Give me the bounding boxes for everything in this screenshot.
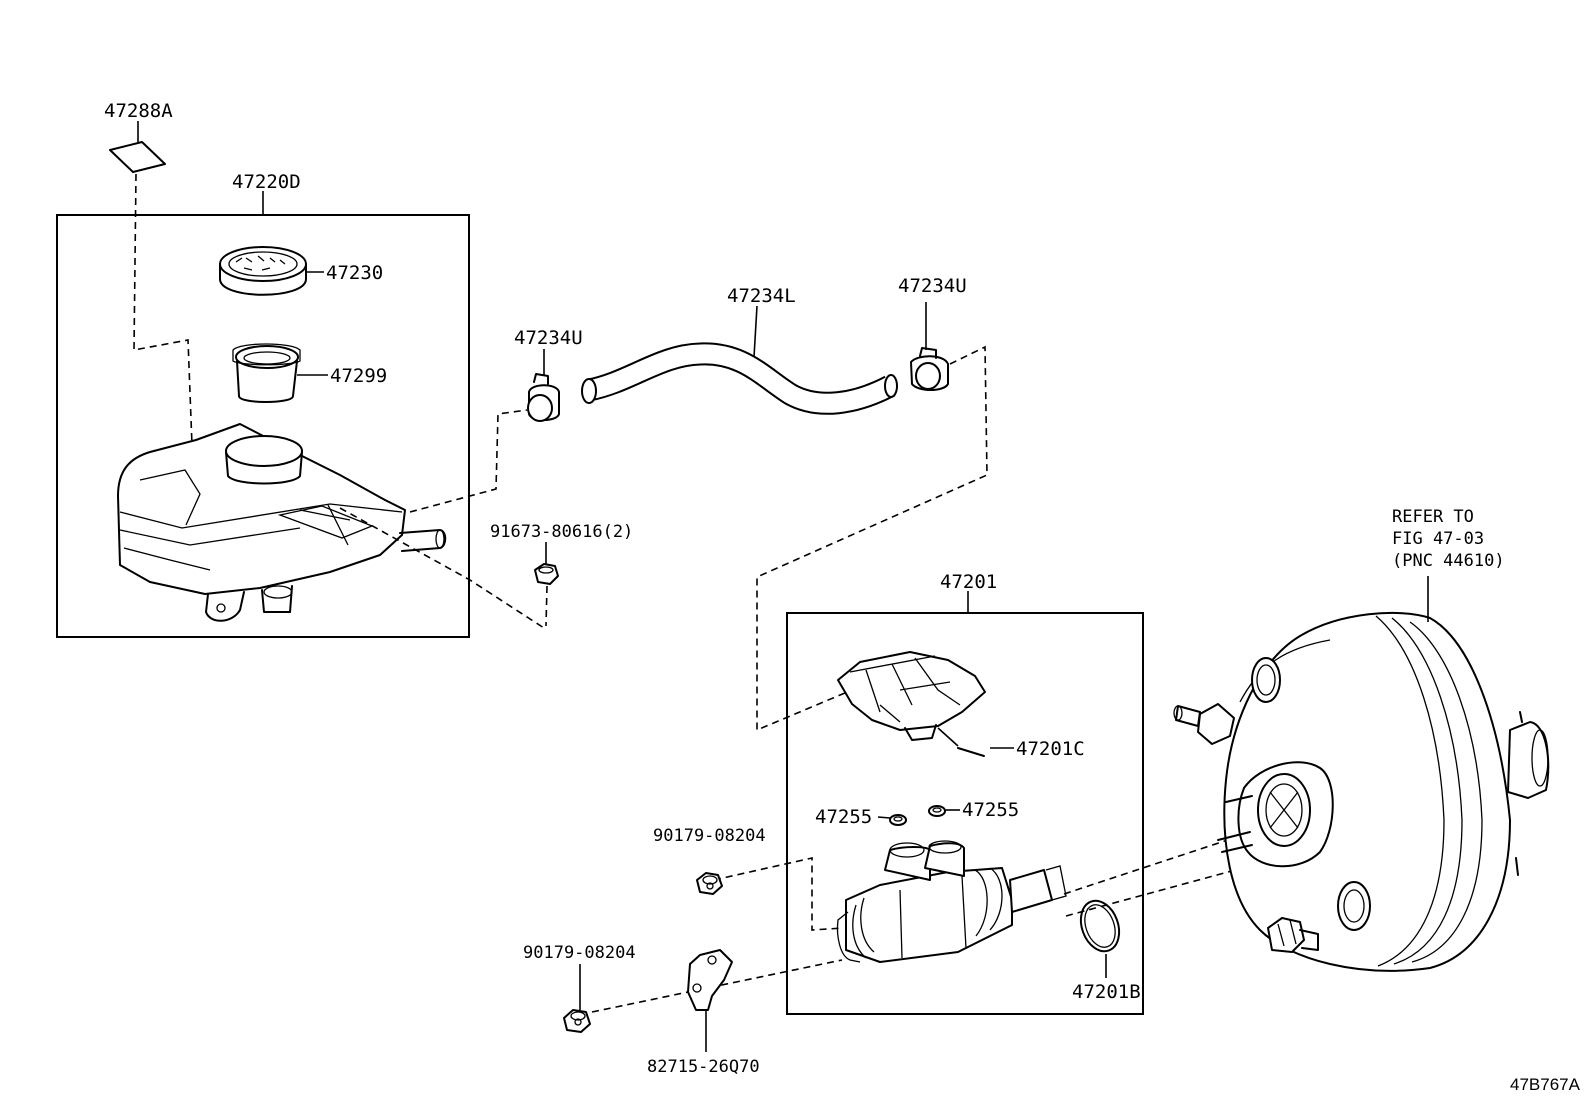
upper-flange-nut-part [696,872,723,895]
strainer-part [232,343,328,403]
master-cylinder-assembly-box [786,612,1144,1015]
label-91673-80616: 91673-80616(2) [490,522,633,542]
label-90179-08204-upper: 90179-08204 [653,826,766,846]
wire-harness-bracket-part [687,949,733,1052]
label-82715-26Q70: 82715-26Q70 [647,1057,760,1077]
left-hose-clamp-part [527,349,560,422]
label-47220D: 47220D [232,171,301,193]
reference-note-line2: FIG 47-03 [1392,529,1484,549]
lower-flange-nut-part [563,964,591,1033]
label-47201: 47201 [940,571,997,593]
reservoir-tank-part [117,423,447,622]
label-47234U-left: 47234U [514,327,583,349]
label-47201B: 47201B [1072,981,1141,1003]
grommet-left-part [877,814,907,826]
grommet-right-part [928,805,960,817]
master-cylinder-reservoir-part [837,651,1014,757]
reference-note-line1: REFER TO [1392,507,1474,527]
label-47230: 47230 [326,262,383,284]
label-90179-08204-lower: 90179-08204 [523,943,636,963]
o-ring-part [1079,899,1121,978]
right-hose-clamp-part [910,302,949,391]
reservoir-cap-part [219,246,324,296]
label-47234U-right: 47234U [898,275,967,297]
reference-note-line3: (PNC 44610) [1392,551,1505,571]
label-47299: 47299 [330,365,387,387]
label-47255-left: 47255 [815,806,872,828]
return-hose-part [581,305,898,415]
label-47255-right: 47255 [962,799,1019,821]
label-47201C: 47201C [1016,738,1085,760]
brake-booster-part [1173,576,1550,972]
label-plate-part [109,121,166,173]
label-47234L: 47234L [727,285,796,307]
mounting-nut-part [534,542,559,627]
figure-code: 47B767A [1510,1075,1581,1094]
master-cylinder-body-part [713,840,1067,963]
label-47288A: 47288A [104,100,173,122]
